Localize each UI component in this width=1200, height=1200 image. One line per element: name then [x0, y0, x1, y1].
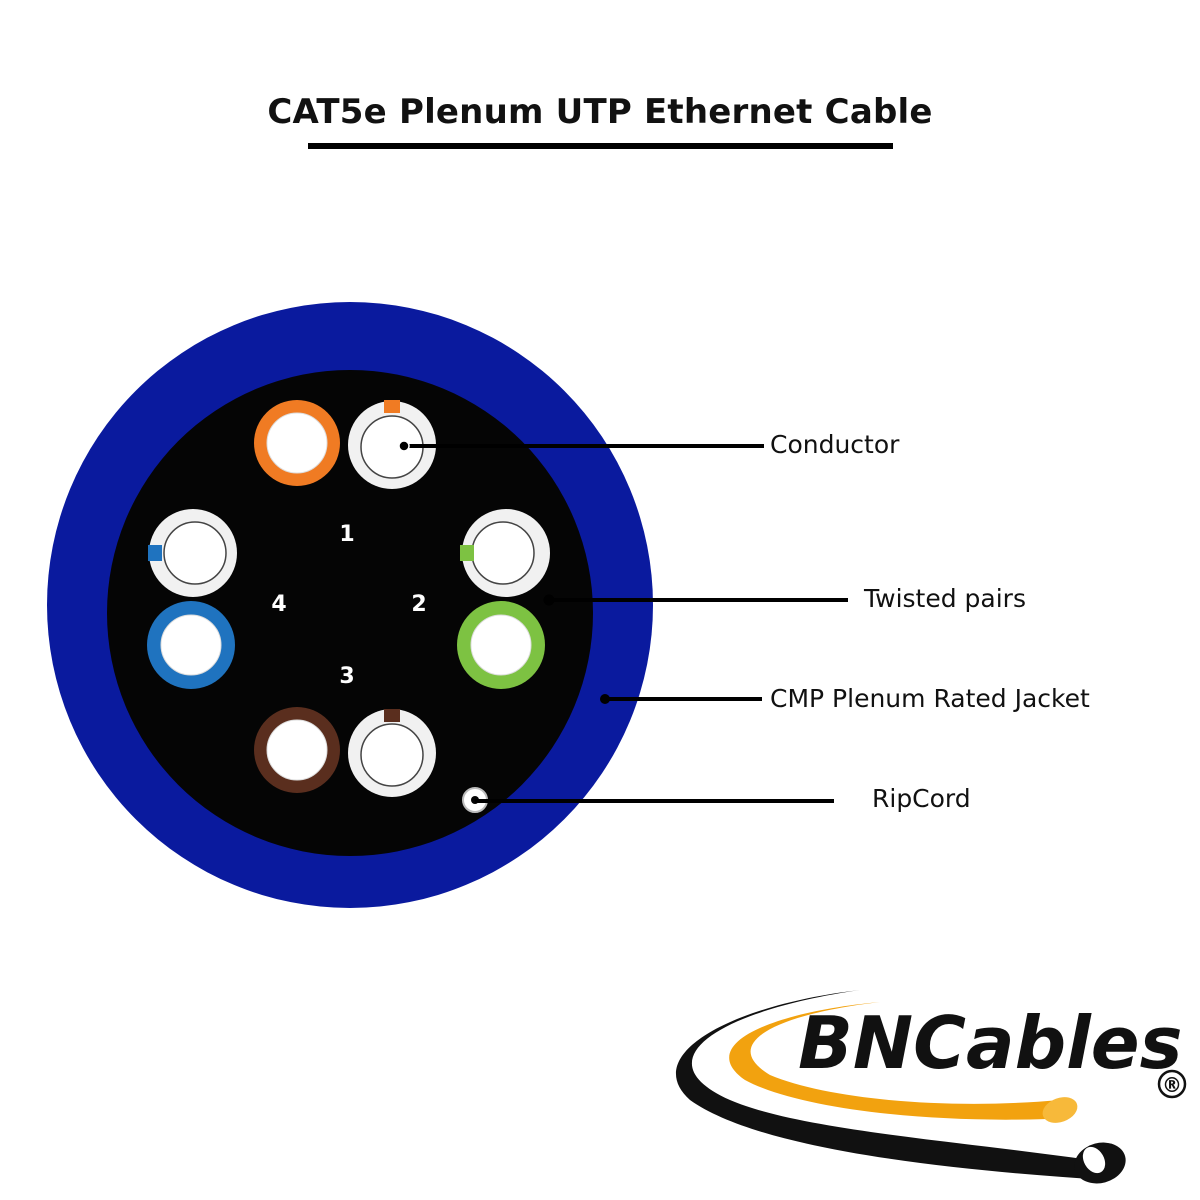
logo-brand-text: BNCables: [798, 1001, 1182, 1085]
registered-mark-circle: [1157, 1069, 1187, 1099]
twisted-pairs-dot: [543, 594, 555, 606]
callout-lines: [404, 444, 848, 803]
conductor-dot: [398, 440, 410, 452]
bncables-logo-graphic: [675, 990, 1126, 1184]
logo-black-swoosh: [675, 990, 1105, 1180]
callout-jacket: CMP Plenum Rated Jacket: [770, 684, 1090, 713]
pair-2: [457, 509, 550, 689]
pair-3: [254, 707, 436, 797]
callout-twisted-pairs: Twisted pairs: [864, 584, 1026, 613]
registered-mark: ®: [1162, 1073, 1182, 1097]
callout-conductor: Conductor: [770, 430, 900, 459]
pair-number-3: 3: [339, 664, 354, 689]
callout-ripcord: RipCord: [872, 784, 971, 813]
pair-1: [254, 400, 436, 489]
pair-number-2: 2: [411, 592, 426, 617]
logo-orange-swoosh: [729, 1002, 1070, 1120]
jacket-dot: [600, 694, 610, 704]
title-underline: [308, 143, 893, 149]
cable-core: [107, 370, 593, 856]
logo-orange-cable-end: [1042, 1097, 1078, 1123]
pair-number-4: 4: [271, 592, 286, 617]
diagram-title: CAT5e Plenum UTP Ethernet Cable: [267, 92, 933, 132]
pair-4: [147, 509, 237, 689]
pair-number-1: 1: [339, 522, 354, 547]
